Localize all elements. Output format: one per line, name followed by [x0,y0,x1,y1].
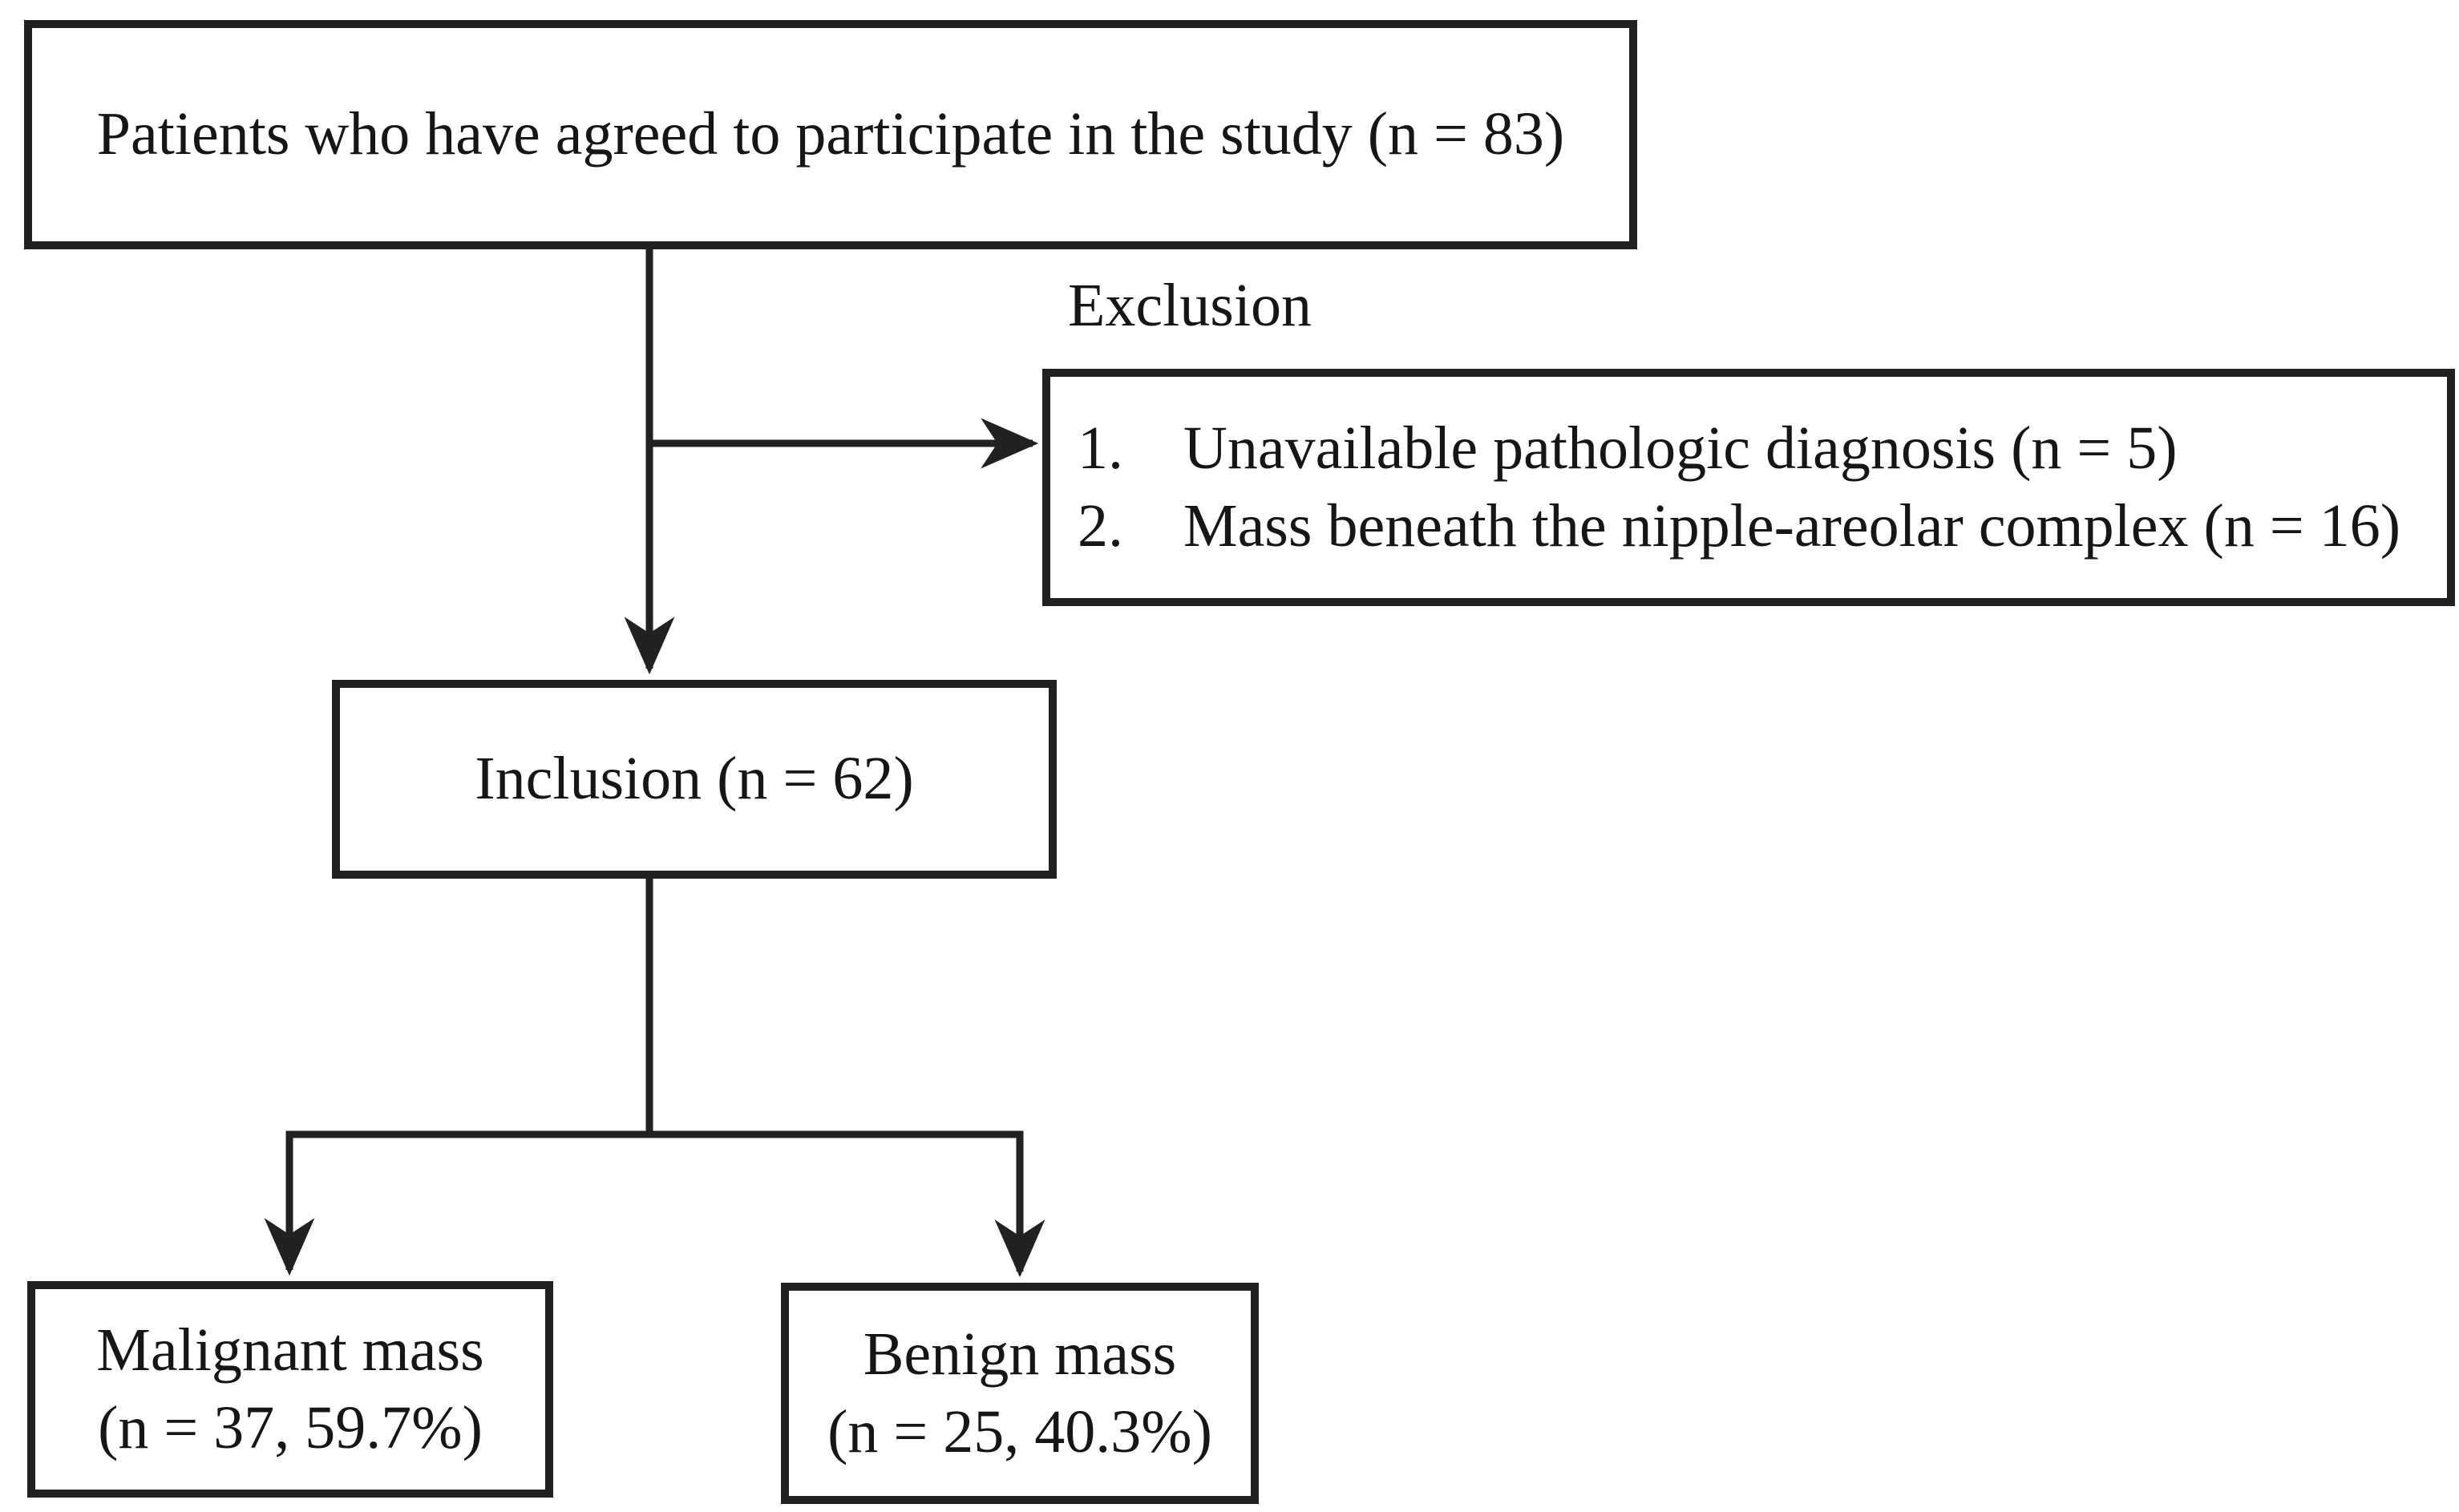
exclusion-item-number: 1. [1078,414,1123,482]
exclusion-item-text: Mass beneath the nipple-areolar complex … [1183,492,2400,560]
exclusion-item-number: 2. [1078,492,1123,560]
malignant-line2: (n = 37, 59.7%) [98,1394,483,1461]
malignant-line1: Malignant mass [96,1316,484,1384]
node-participants: Patients who have agreed to participate … [24,20,1637,249]
exclusion-item: 2. Mass beneath the nipple-areolar compl… [1078,487,2431,565]
exclusion-item: 1. Unavailable pathologic diagnosis (n =… [1078,410,2431,487]
node-malignant-mass: Malignant mass (n = 37, 59.7%) [27,1281,553,1498]
exclusion-label: Exclusion [1068,272,1312,339]
inclusion-text: Inclusion (n = 62) [475,745,914,813]
node-benign-mass: Benign mass (n = 25, 40.3%) [781,1283,1259,1504]
node-inclusion: Inclusion (n = 62) [332,680,1057,879]
benign-line1: Benign mass [863,1320,1177,1388]
benign-line2: (n = 25, 40.3%) [827,1398,1212,1466]
participants-text: Patients who have agreed to participate … [96,100,1565,168]
exclusion-item-text: Unavailable pathologic diagnosis (n = 5) [1183,414,2178,482]
node-exclusion: 1. Unavailable pathologic diagnosis (n =… [1042,369,2455,606]
